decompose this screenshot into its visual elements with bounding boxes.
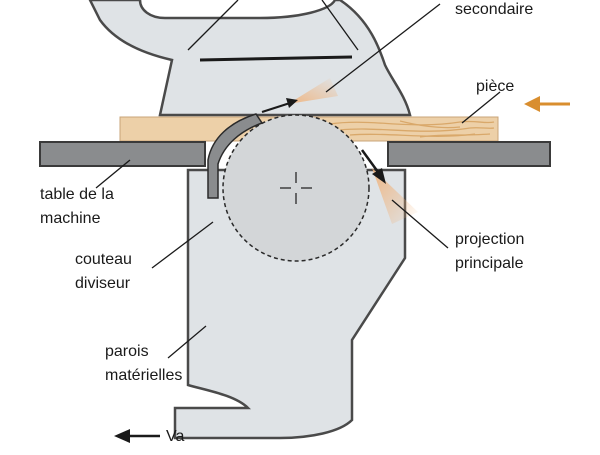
wood-grain	[329, 120, 495, 138]
label-airflow: Va	[166, 425, 184, 449]
leader-table	[95, 159, 131, 189]
airflow-arrow-icon	[114, 429, 160, 443]
riving-knife	[207, 113, 264, 199]
upper-hood	[88, 0, 412, 117]
label-projection-line1: projection	[455, 231, 525, 248]
leader-piece	[461, 91, 501, 124]
main-projection-arrow	[360, 149, 380, 173]
label-piece-text: pièce	[476, 78, 515, 95]
left-arrow-icon	[524, 96, 570, 112]
label-riving-line1: couteau	[75, 251, 132, 268]
label-table-line1: table de la	[40, 186, 114, 203]
table-right	[387, 141, 551, 167]
label-riving-line2: diviseur	[75, 275, 131, 292]
label-piece: pièce	[476, 75, 514, 99]
secondary-projection-arrow	[261, 101, 291, 114]
table-left	[39, 141, 206, 167]
leader-projection	[391, 199, 449, 249]
label-riving-knife: couteau diviseur	[75, 248, 132, 296]
leader-walls	[167, 325, 207, 359]
leader-riving	[151, 221, 214, 269]
label-secondary-text: secondaire	[455, 1, 534, 18]
label-secondary: secondaire	[455, 0, 533, 22]
leader-top-left	[187, 0, 239, 51]
label-table-line2: machine	[40, 210, 101, 227]
label-table: table de la machine	[40, 183, 114, 231]
label-projection-line2: principale	[455, 255, 524, 272]
crosshair-icon	[280, 172, 312, 204]
label-walls-line1: parois	[105, 343, 149, 360]
cutter-head	[222, 114, 370, 262]
label-airflow-text: Va	[166, 428, 185, 445]
chip-spray-top	[288, 78, 338, 104]
leader-secondary	[325, 3, 441, 93]
label-walls: parois matérielles	[105, 340, 182, 388]
label-projection: projection principale	[455, 228, 524, 276]
main-arrowhead	[372, 168, 386, 184]
leader-top-right	[321, 0, 359, 51]
secondary-arrowhead	[286, 98, 298, 108]
label-walls-line2: matérielles	[105, 367, 183, 384]
hood-slot	[199, 55, 353, 62]
